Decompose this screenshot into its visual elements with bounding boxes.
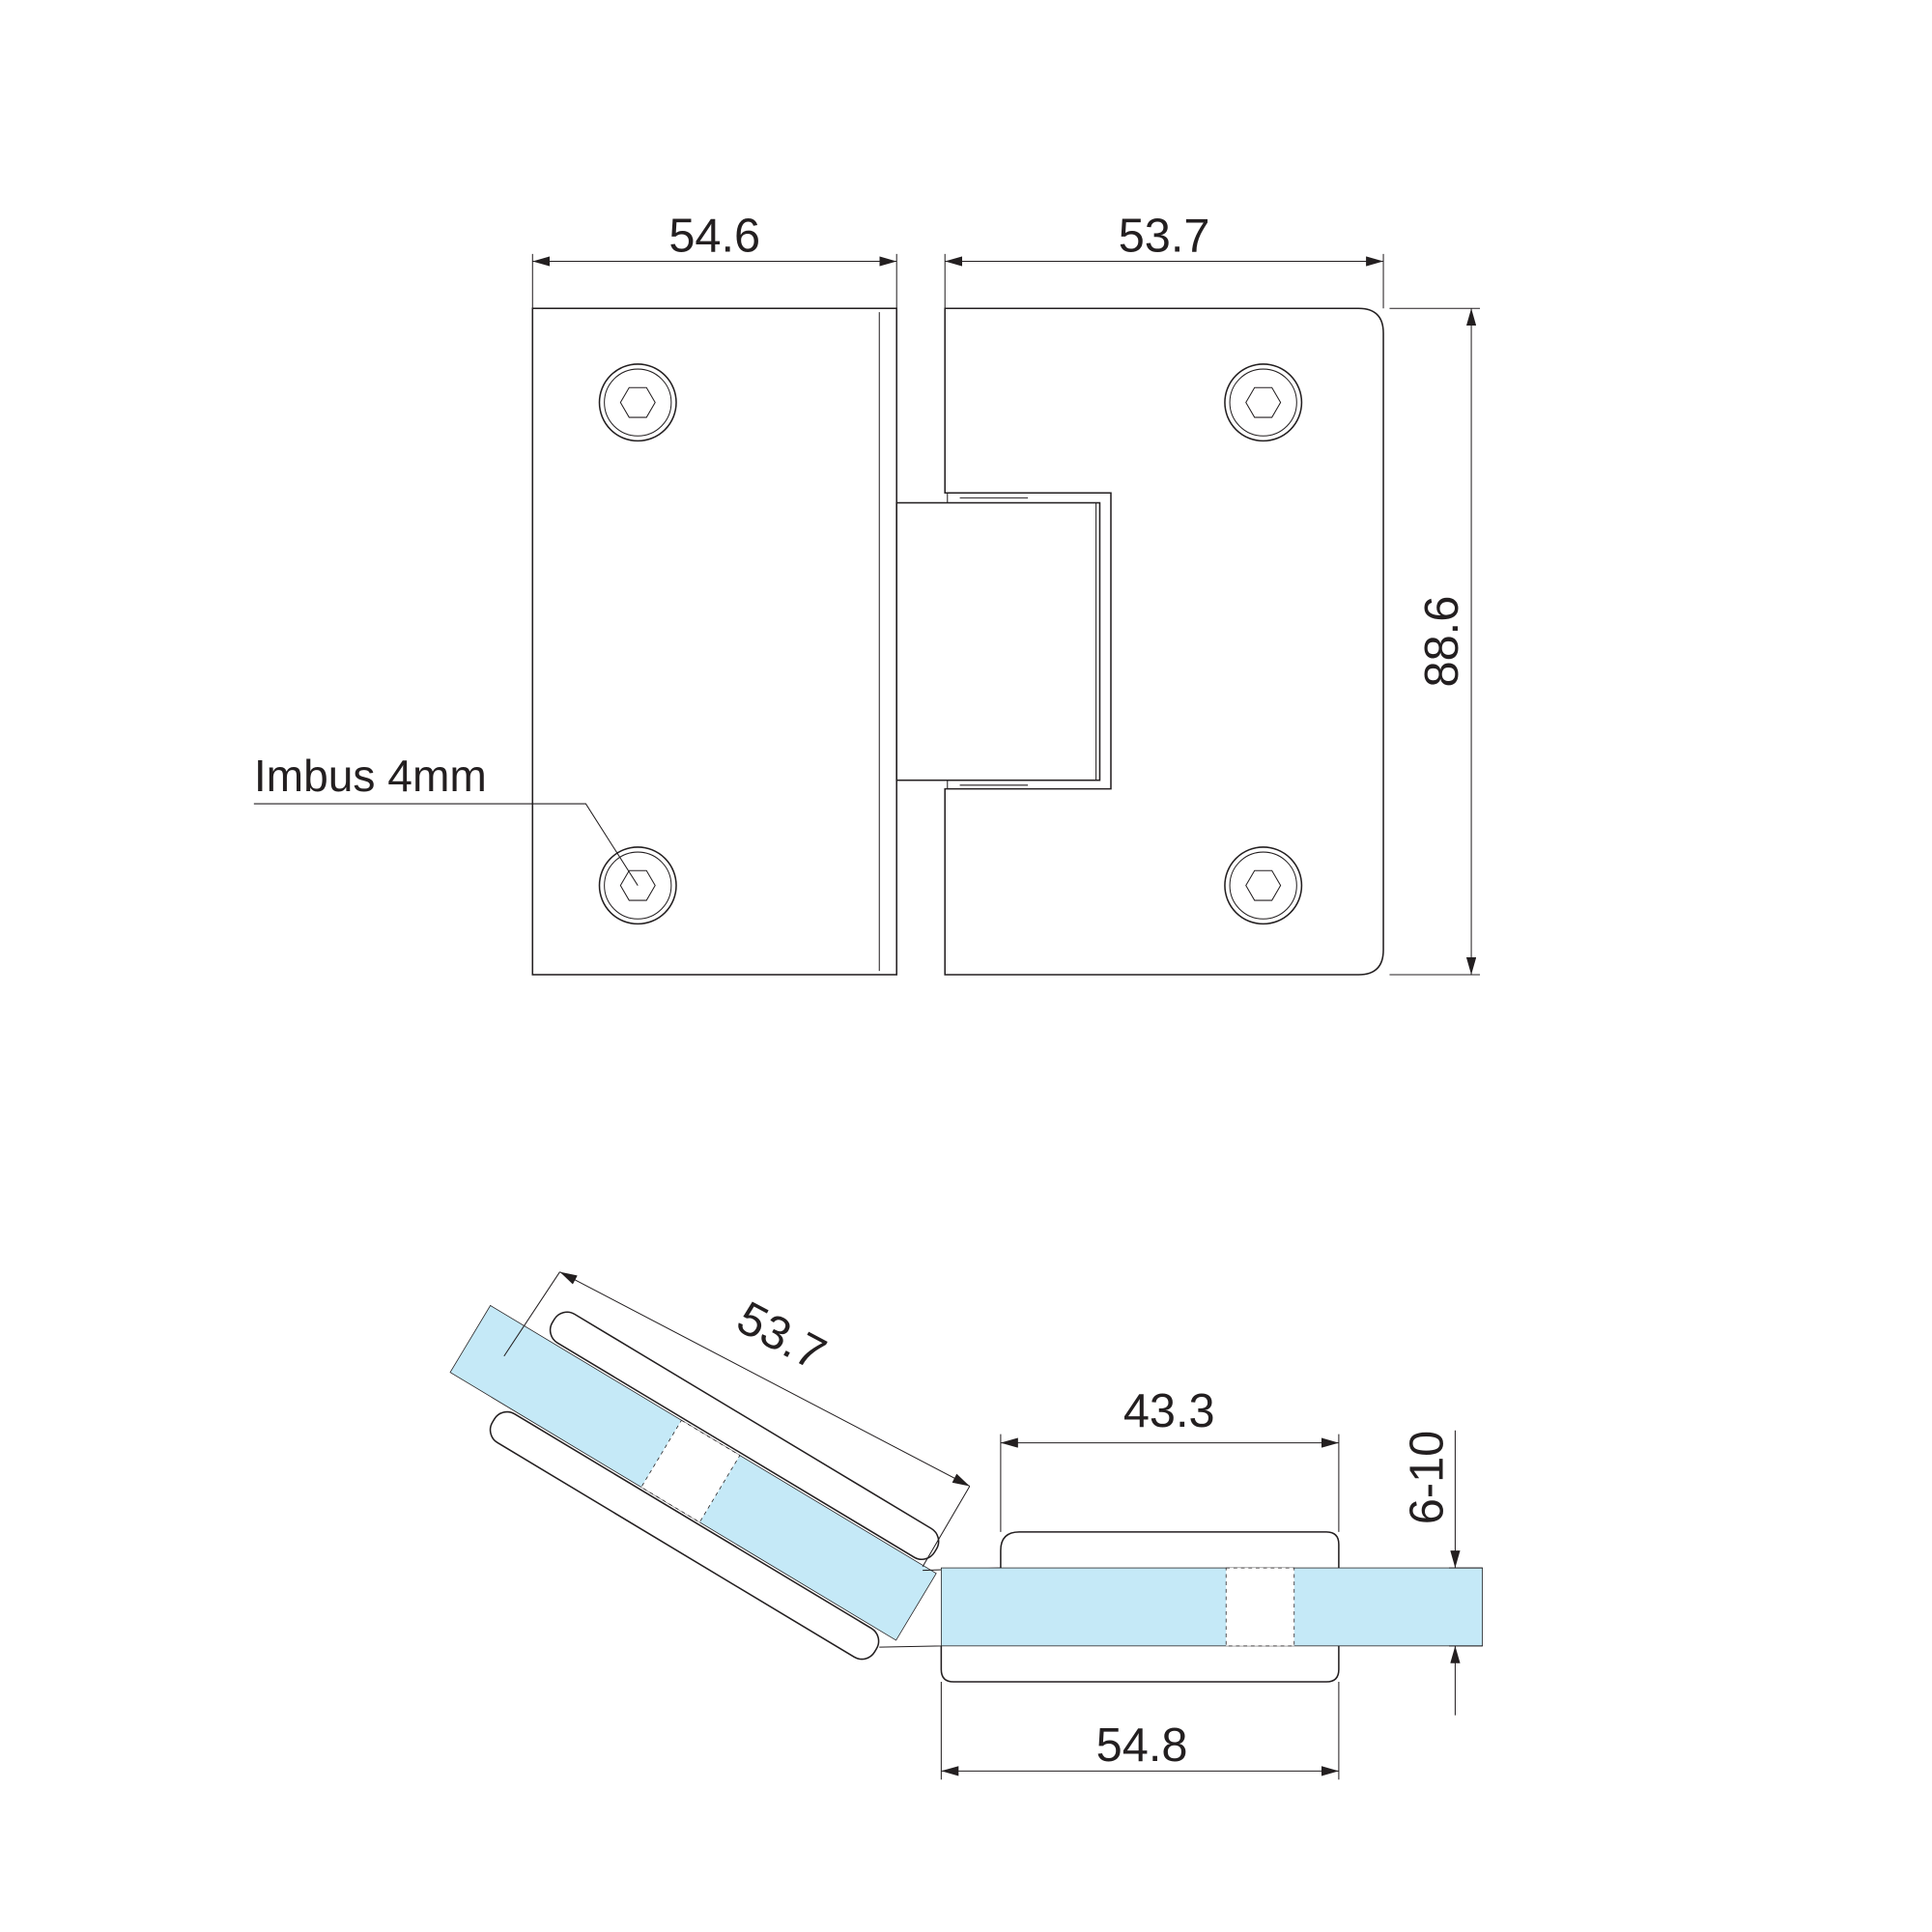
- hex-screw-icon: [1224, 363, 1303, 442]
- straight-clamp: [940, 1531, 1484, 1683]
- dim-clamp-bottom: 54.8: [1096, 1719, 1188, 1772]
- dim-height: 88.6: [1416, 596, 1468, 688]
- dim-left-width: 54.6: [668, 210, 760, 262]
- dim-glass-thickness: 6-10: [1402, 1431, 1454, 1524]
- hinge-knuckle: [895, 493, 1101, 789]
- leader-line: [253, 803, 639, 886]
- angled-clamp: [449, 1304, 940, 1661]
- hex-screw-icon: [1224, 846, 1303, 925]
- dim-angled-plate: 53.7: [728, 1292, 834, 1380]
- glass-panel: [940, 1567, 1484, 1647]
- dim-clamp-top: 43.3: [1123, 1385, 1215, 1437]
- left-plate: [531, 307, 897, 976]
- dim-right-width: 53.7: [1119, 210, 1210, 262]
- side-view: 53.7 43.3 54.8 6-10: [449, 1271, 1484, 1780]
- screw-label: Imbus 4mm: [254, 751, 487, 801]
- top-view: 54.6 53.7 88.6 Imbus 4mm: [253, 210, 1481, 976]
- dimension-line: [559, 1271, 971, 1487]
- hex-screw-icon: [598, 363, 677, 442]
- right-plate: [944, 307, 1384, 976]
